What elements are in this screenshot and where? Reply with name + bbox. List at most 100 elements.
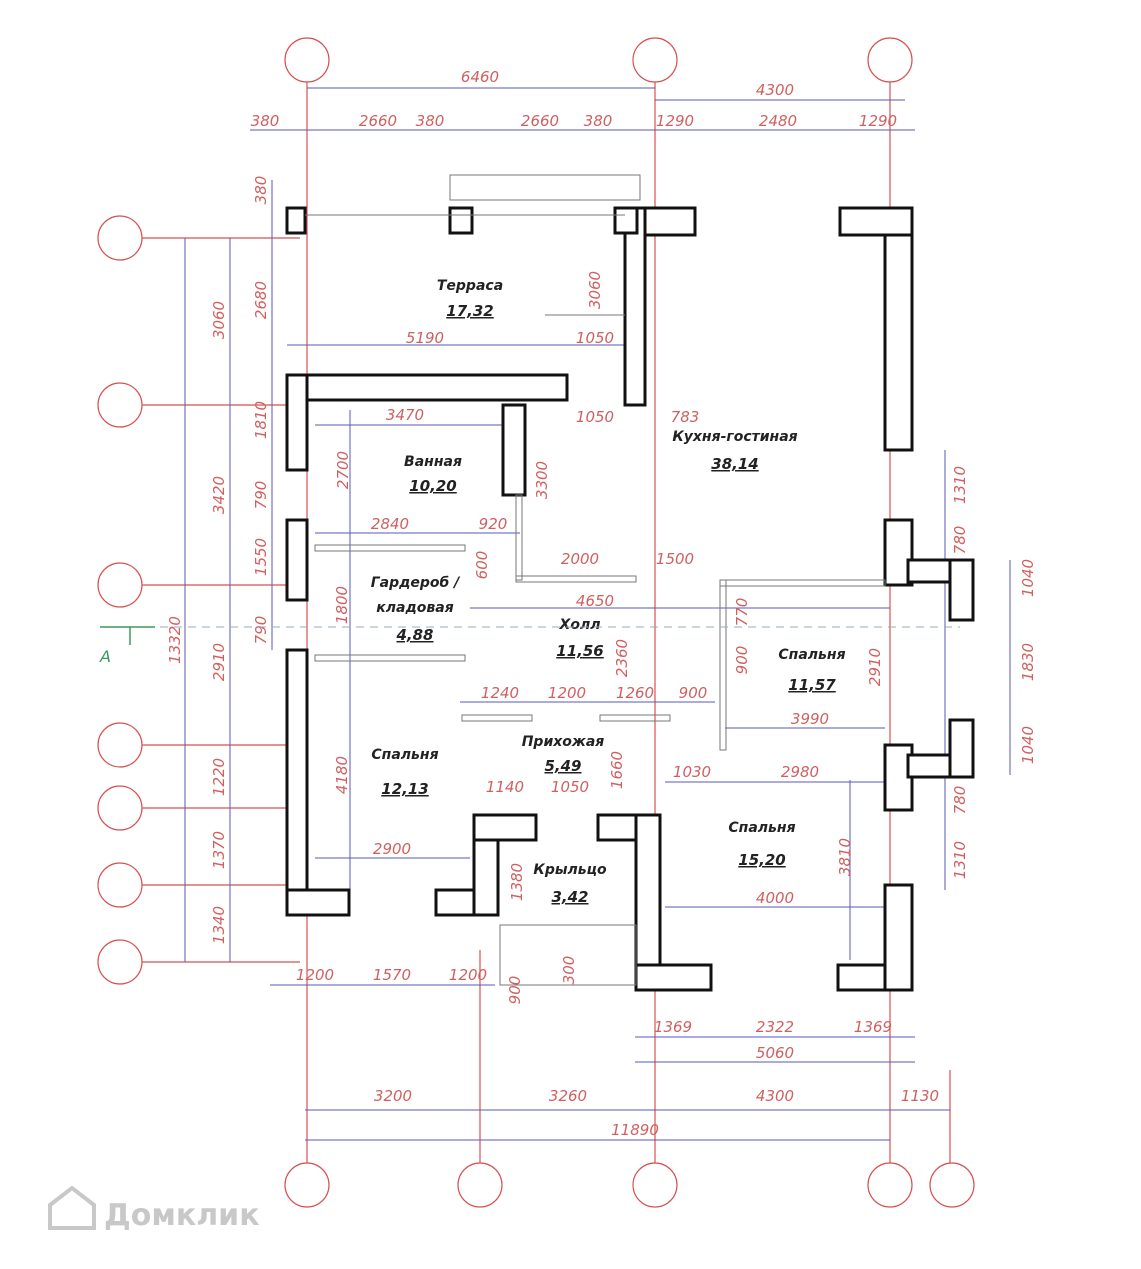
dimension-label: 3060 <box>210 301 228 339</box>
wall <box>285 518 309 602</box>
grid-axis <box>97 862 143 908</box>
dimension-label: 3260 <box>549 1087 587 1105</box>
plan-element <box>97 215 300 985</box>
dimension-label: 1200 <box>548 684 586 702</box>
wall <box>472 813 538 842</box>
room-area-bedroom-2: 12,13 <box>381 780 428 798</box>
right-dimensions: 1310 780 1040 1830 1040 780 1310 <box>951 466 1037 879</box>
room-name-bath: Ванная <box>404 454 462 470</box>
dimension-label: 3470 <box>386 406 424 424</box>
wall <box>285 888 351 917</box>
dimension-label: 1140 <box>486 778 524 796</box>
top-dimensions: 6460 4300 380 2660 380 2660 380 1290 248… <box>251 68 897 130</box>
grid-axis <box>97 785 143 831</box>
plan-element <box>719 579 886 587</box>
dimension-label: 380 <box>584 112 613 130</box>
wall <box>838 206 914 237</box>
plan-element <box>515 575 637 583</box>
dimension-label: 2480 <box>759 112 797 130</box>
room-area-bath: 10,20 <box>409 477 456 495</box>
dimension-label: 6460 <box>461 68 499 86</box>
dimension-label: 1830 <box>1019 643 1037 681</box>
room-name-porch: Крыльцо <box>533 862 607 878</box>
dimension-label: 1570 <box>373 966 411 984</box>
dimension-label: 600 <box>473 551 491 580</box>
room-name-bedroom-3: Спальня <box>728 820 795 836</box>
dimension-label: 2840 <box>371 515 409 533</box>
dimension-label: 4650 <box>576 592 614 610</box>
axis-bubble <box>632 37 678 83</box>
dimension-label: 4300 <box>756 1087 794 1105</box>
dimension-label: 1310 <box>951 466 969 504</box>
dimension-label: 3200 <box>374 1087 412 1105</box>
dimension-label: 4300 <box>756 81 794 99</box>
dimension-label: 1369 <box>654 1018 692 1036</box>
grid-axes <box>97 37 975 1208</box>
dimension-label: 1800 <box>333 586 351 624</box>
dimension-label: 2910 <box>866 648 884 686</box>
plan-element <box>599 714 671 722</box>
dimension-lines <box>184 87 1011 1141</box>
wall <box>501 403 527 497</box>
dimension-label: 783 <box>671 408 700 426</box>
plan-element: Домклик <box>104 1198 260 1233</box>
plan-element <box>515 494 523 581</box>
wall <box>285 648 309 917</box>
dimension-label: 1290 <box>859 112 897 130</box>
plan-element <box>314 544 466 552</box>
dimension-label: 920 <box>479 515 508 533</box>
dimension-label: 1810 <box>252 401 270 439</box>
dimension-label: 780 <box>951 786 969 815</box>
dimension-label: 5190 <box>406 329 444 347</box>
dimension-label: 5060 <box>756 1044 794 1062</box>
wall <box>948 558 975 622</box>
dimension-label: 1240 <box>481 684 519 702</box>
dimension-label: 2900 <box>373 840 411 858</box>
wall <box>634 813 662 992</box>
wall <box>448 206 474 235</box>
wall <box>285 206 307 235</box>
room-area-bedroom-3: 15,20 <box>738 851 785 869</box>
wall <box>623 206 647 407</box>
wall <box>613 206 639 235</box>
room-area-kitchen: 38,14 <box>711 455 758 473</box>
room-name-bedroom-1: Спальня <box>778 647 845 663</box>
dimension-label: 1050 <box>576 329 614 347</box>
room-name-wardrobe: Гардероб / <box>371 575 461 591</box>
walls <box>285 174 975 992</box>
plan-element <box>449 174 641 201</box>
dimension-label: 11890 <box>611 1121 659 1139</box>
wall <box>285 373 569 402</box>
dimension-label: 1370 <box>210 831 228 869</box>
wall <box>634 963 713 992</box>
wall <box>883 206 914 452</box>
axis-bubble <box>929 1162 975 1208</box>
dimension-label: 1369 <box>854 1018 892 1036</box>
bottom-dimensions: 1200 1570 1200 900 300 1369 2322 1369 50… <box>296 956 939 1139</box>
room-labels: Терраса 17,32 Кухня-гостиная 38,14 Ванна… <box>371 278 846 906</box>
dimension-label: 3420 <box>210 476 228 514</box>
dimension-label: 1500 <box>656 550 694 568</box>
dimension-label: 3060 <box>586 271 604 309</box>
dimension-label: 2700 <box>334 451 352 489</box>
watermark-logo: Домклик <box>48 1185 260 1233</box>
dimension-label: 1200 <box>449 966 487 984</box>
dimension-label: 1290 <box>656 112 694 130</box>
room-name-bedroom-2: Спальня <box>371 747 438 763</box>
plan-element <box>48 1185 96 1230</box>
dimension-label: 1220 <box>210 758 228 796</box>
dimension-label: 380 <box>416 112 445 130</box>
dimension-label: 13320 <box>166 616 184 664</box>
room-area-porch: 3,42 <box>551 888 588 906</box>
dimension-label: 1040 <box>1019 559 1037 597</box>
dimension-label: 2980 <box>781 763 819 781</box>
dimension-label: 1550 <box>252 538 270 576</box>
wall <box>285 373 309 472</box>
left-dimensions: 380 2680 3060 1810 790 3420 1550 790 133… <box>166 176 270 944</box>
dimension-label: 2660 <box>521 112 559 130</box>
grid-axis <box>97 215 143 261</box>
dimension-label: 300 <box>560 956 578 985</box>
room-name-wardrobe-2: кладовая <box>376 600 453 616</box>
